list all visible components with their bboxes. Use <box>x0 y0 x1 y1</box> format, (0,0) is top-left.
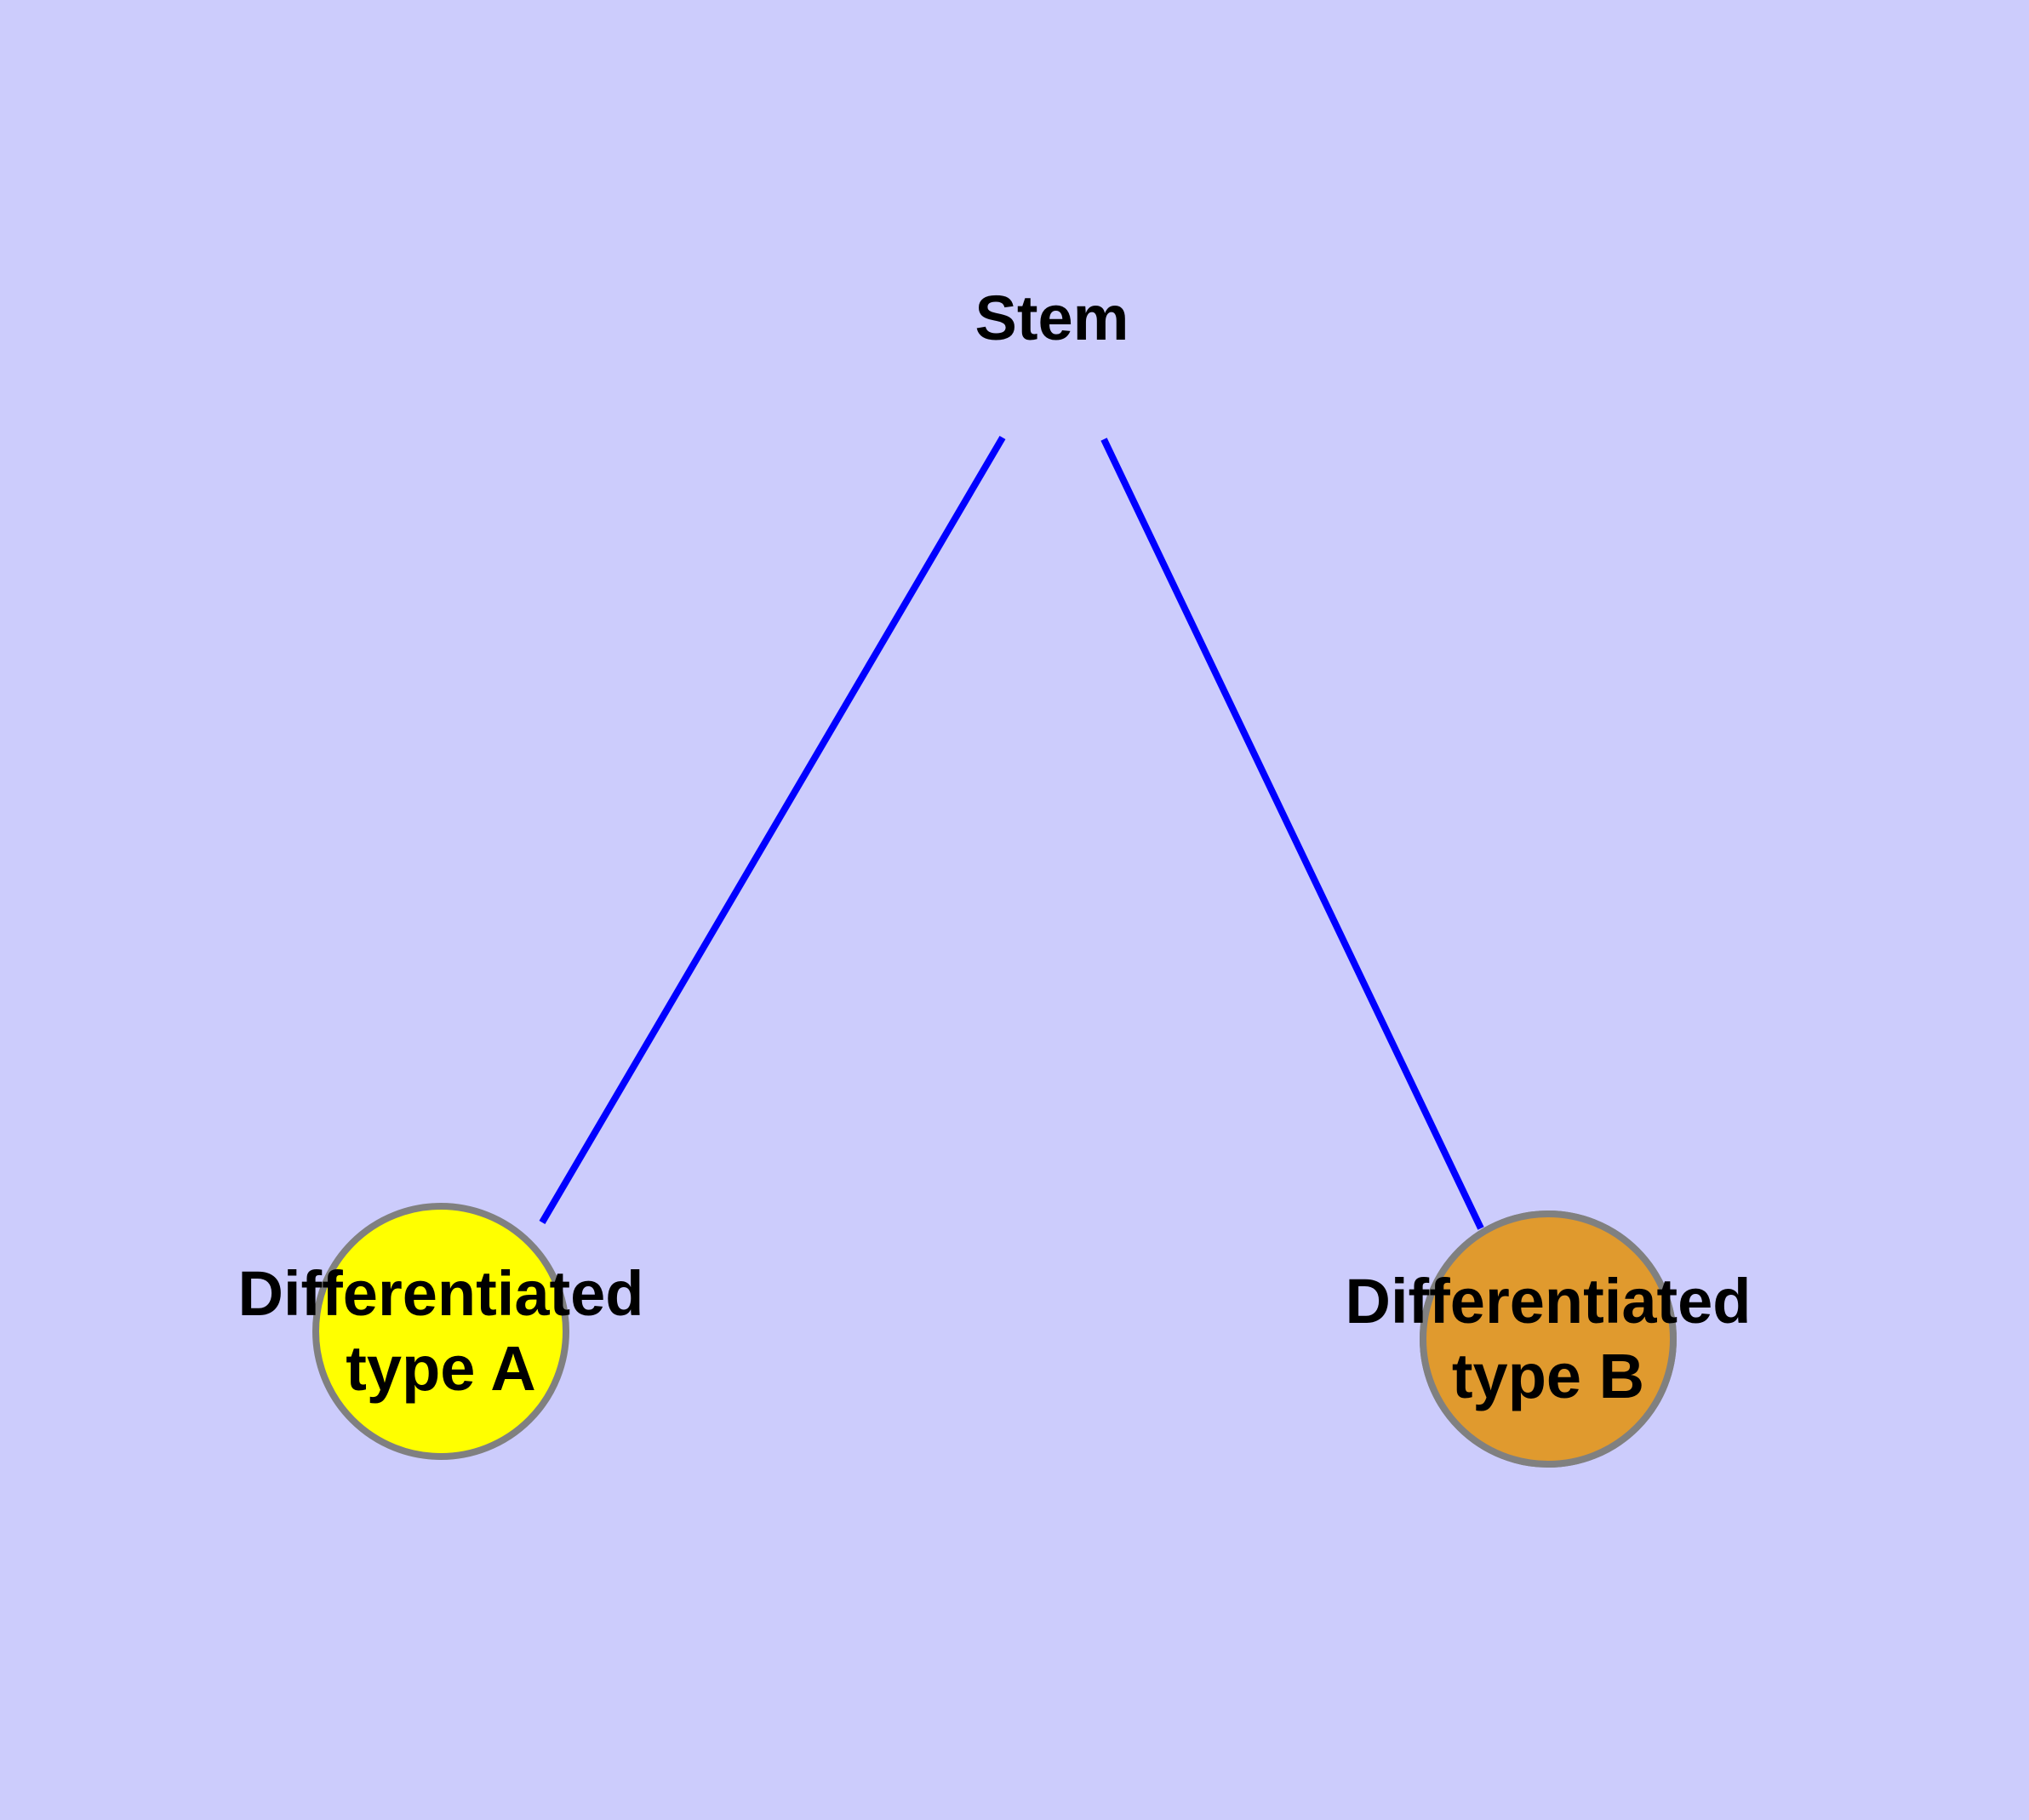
edge-layer <box>539 435 1484 1230</box>
node-differentiated-type-b[interactable] <box>1420 1210 1677 1468</box>
edge-stem-to-differentiated-type-a <box>539 435 1006 1225</box>
edge-stem-to-differentiated-type-b <box>1100 438 1484 1230</box>
node-layer <box>312 1203 1677 1468</box>
node-stem[interactable] <box>312 1203 569 1460</box>
